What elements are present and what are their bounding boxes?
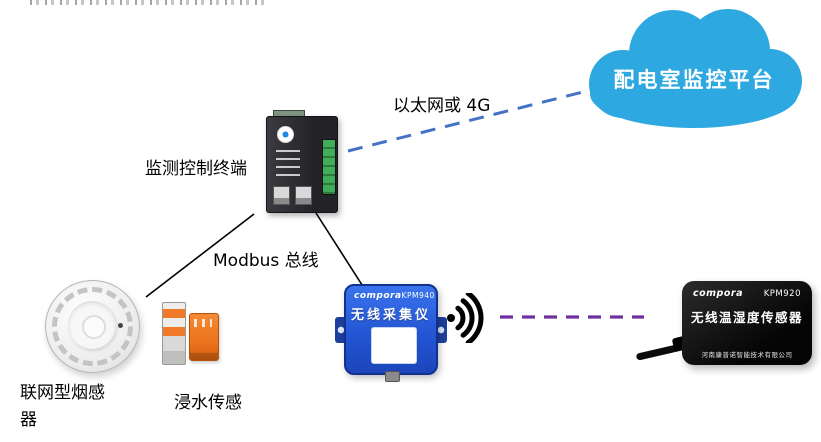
collector-body: compora KPM940 无线采集仪 [344,284,438,375]
th-sensor-header: compora KPM920 [682,281,812,299]
mounting-tab-right [435,317,447,343]
water-sensor-module [162,302,186,365]
smoke-detector-vents [52,287,133,366]
collector-name: 无线采集仪 [350,308,431,323]
th-sensor-model: KPM920 [763,289,801,299]
smoke-detector-center [82,315,106,339]
water-sensor-label: 浸水传感 [174,393,242,413]
th-sensor-body: compora KPM920 无线温湿度传感器 河南康普诺智能技术有限公司 [682,281,812,365]
collector-connector [385,371,400,382]
ethernet-port-icon [295,186,312,205]
cloud-platform: 配电室监控平台 [578,6,810,134]
gateway-terminal-strip [322,139,336,195]
modbus-bus-label: Modbus 总线 [213,251,319,271]
collector-label-panel [371,327,417,364]
gateway-ethernet-ports [273,186,312,205]
smoke-detector-label-line2: 器 [20,410,37,430]
gateway-label: 监测控制终端 [145,159,247,179]
smoke-detector-label-line1: 联网型烟感 [20,383,105,403]
wireless-collector-device: compora KPM940 无线采集仪 [335,284,447,382]
gateway-device [266,110,338,213]
clipped-text-artifact [30,0,265,5]
gateway-text-lines [276,150,300,178]
collector-model: KPM940 [401,291,435,300]
smoke-detector-label: 联网型烟感 器 [20,380,130,434]
wifi-signal-icon [447,293,484,343]
ethernet-port-icon [273,186,290,205]
th-sensor-company: 河南康普诺智能技术有限公司 [701,351,793,359]
collector-header: compora KPM940 [346,286,436,301]
water-sensor [162,300,219,368]
gateway-body [266,116,338,213]
collector-brand: compora [354,291,402,301]
water-sensor-terminal [189,313,219,361]
th-sensor-name: 无线温湿度传感器 [690,310,803,325]
temperature-humidity-sensor: compora KPM920 无线温湿度传感器 河南康普诺智能技术有限公司 [635,281,812,365]
gateway-logo-icon [277,126,294,143]
cloud-platform-label: 配电室监控平台 [613,68,775,92]
th-sensor-brand: compora [693,288,743,299]
smoke-detector-led [118,323,123,328]
modbus-line-collector [315,212,365,289]
smoke-detector [45,280,140,373]
ethernet-link-label: 以太网或 4G [393,96,491,116]
